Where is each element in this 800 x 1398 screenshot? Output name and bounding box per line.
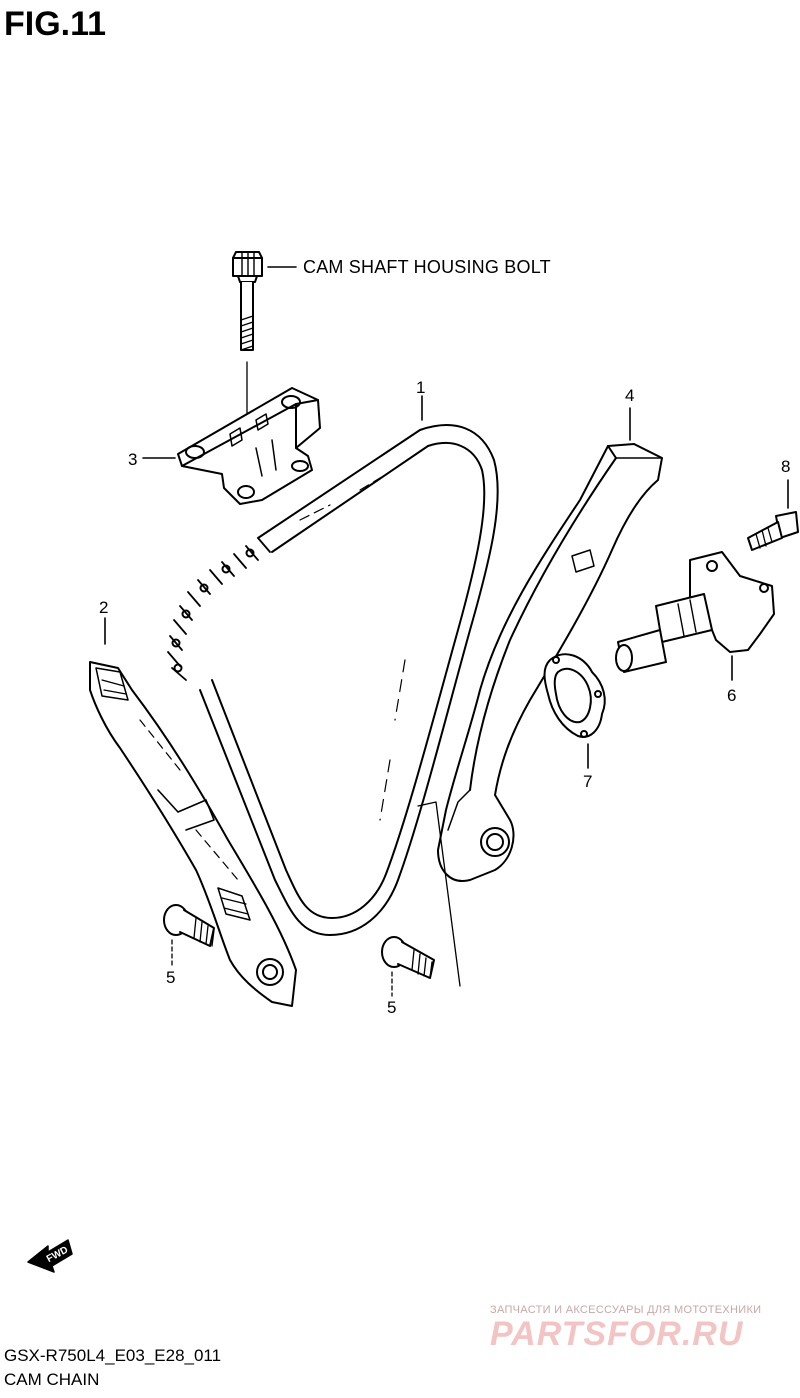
part-6-cam-chain-tensioner <box>615 551 775 681</box>
part-5-guide-bolt-right <box>381 936 435 997</box>
part-3-chain-guide-upper <box>142 387 321 505</box>
part-5-guide-bolt-left <box>163 904 215 966</box>
cam-shaft-housing-bolt-label: CAM SHAFT HOUSING BOLT <box>303 257 551 277</box>
part-7-gasket <box>543 653 606 769</box>
diagram-code: GSX-R750L4_E03_E28_011 <box>4 1346 222 1365</box>
callout-part-6: 6 <box>727 686 737 705</box>
diagram-name: CAM CHAIN <box>4 1370 100 1389</box>
part-1-cam-chain <box>167 395 499 936</box>
callout-part-1: 1 <box>416 378 426 397</box>
fwd-arrow-icon <box>27 1239 73 1273</box>
callout-part-2: 2 <box>99 598 109 617</box>
callout-part-5-right: 5 <box>387 998 397 1017</box>
callout-part-8: 8 <box>781 457 791 476</box>
callout-part-3: 3 <box>128 450 138 469</box>
watermark-brand: PARTSFOR.RU <box>490 1315 744 1353</box>
callout-part-5-left: 5 <box>166 968 176 987</box>
watermark-tagline: ЗАПЧАСТИ И АКСЕССУАРЫ ДЛЯ МОТОТЕХНИКИ <box>490 1304 762 1316</box>
callout-part-4: 4 <box>625 386 635 405</box>
part-8-tensioner-bolt <box>747 479 799 551</box>
callout-part-7: 7 <box>583 772 593 791</box>
part-2-tensioner-guide-left <box>89 617 297 1007</box>
figure-title: FIG.11 <box>4 5 107 43</box>
